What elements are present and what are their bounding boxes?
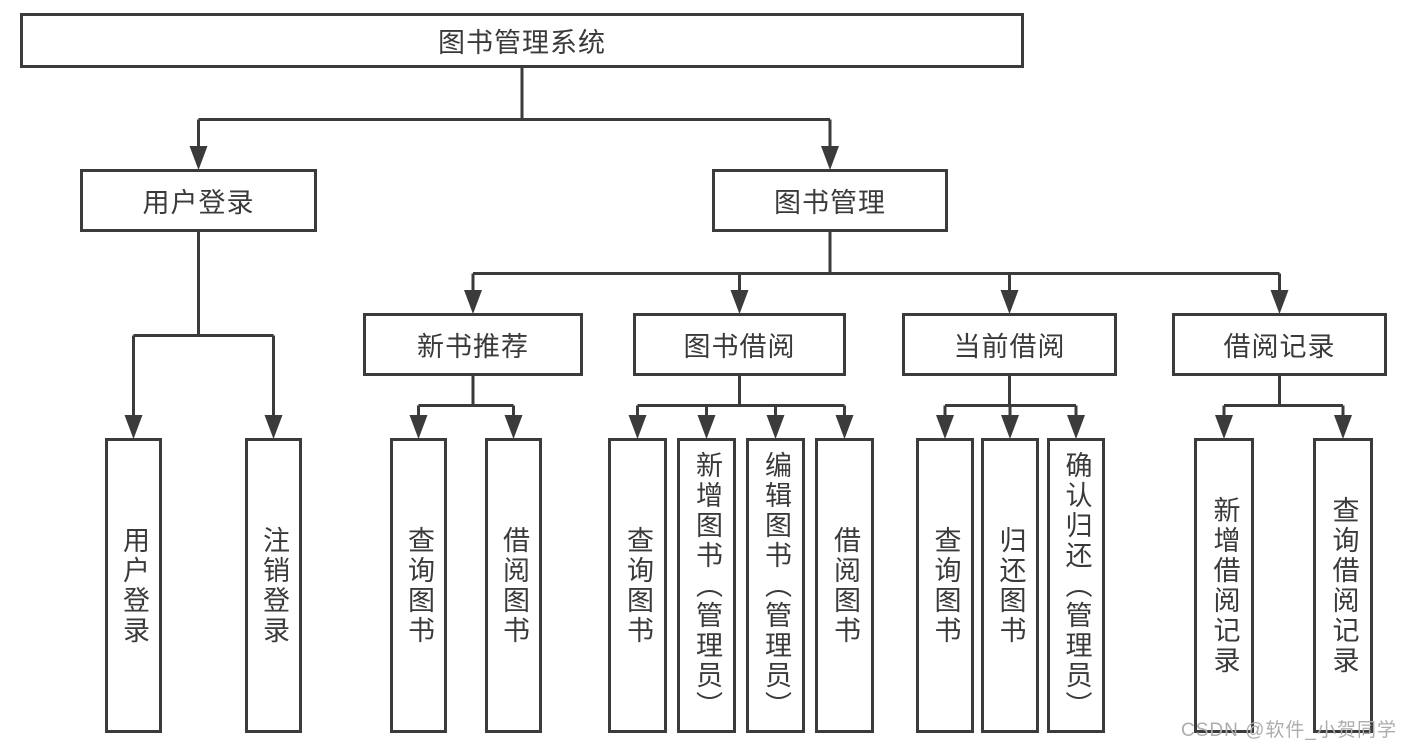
node-label: 借阅图书: [499, 525, 529, 646]
node-leaf-add-borrow-record: 新增借阅记录: [1194, 438, 1254, 733]
node-label: 新增图书（管理员）: [692, 450, 722, 721]
node-label: 新书推荐: [417, 332, 529, 362]
node-label: 用户登录: [142, 188, 255, 218]
node-leaf-return-book: 归还图书: [981, 438, 1039, 733]
node-label: 当前借阅: [953, 332, 1066, 362]
node-leaf-edit-book-admin: 编辑图书（管理员）: [746, 438, 805, 733]
node-leaf-query-borrow-record: 查询借阅记录: [1313, 438, 1373, 733]
node-label: 借阅图书: [830, 525, 860, 646]
node-leaf-query-books-1: 查询图书: [390, 438, 447, 733]
node-label: 查询图书: [623, 525, 653, 646]
connector-lines: [132, 68, 1345, 418]
node-label: 确认归还（管理员）: [1061, 450, 1092, 721]
node-label: 用户登录: [119, 525, 149, 646]
node-leaf-borrow-books-2: 借阅图书: [815, 438, 874, 733]
node-label: 编辑图书（管理员）: [761, 450, 791, 721]
arrow-down-icons: [124, 146, 1352, 439]
node-leaf-query-books-3: 查询图书: [916, 438, 974, 733]
node-book-borrowing: 图书借阅: [633, 313, 846, 376]
node-book-management: 图书管理: [712, 169, 948, 232]
node-label: 查询借阅记录: [1328, 495, 1359, 676]
node-leaf-logout: 注销登录: [245, 438, 302, 733]
node-label: 查询图书: [404, 525, 434, 646]
node-label: 新增借阅记录: [1209, 495, 1240, 676]
node-label: 归还图书: [995, 525, 1026, 646]
node-leaf-confirm-return-admin: 确认归还（管理员）: [1047, 438, 1105, 733]
node-label: 查询图书: [930, 525, 961, 646]
node-leaf-user-login: 用户登录: [105, 438, 162, 733]
node-label: 借阅记录: [1223, 332, 1336, 362]
node-label: 图书管理: [774, 188, 886, 218]
node-label: 注销登录: [259, 525, 289, 646]
node-borrowing-records: 借阅记录: [1172, 313, 1387, 376]
node-library-management-system: 图书管理系统: [20, 13, 1024, 68]
csdn-watermark: CSDN @软件_小贺同学: [1181, 720, 1397, 741]
node-label: 图书借阅: [683, 332, 796, 362]
node-leaf-query-books-2: 查询图书: [608, 438, 667, 733]
node-label: 图书管理系统: [438, 28, 606, 58]
node-leaf-borrow-books-1: 借阅图书: [485, 438, 542, 733]
node-user-login: 用户登录: [80, 169, 317, 232]
node-new-book-recommendation: 新书推荐: [363, 313, 583, 376]
node-current-borrowing: 当前借阅: [902, 313, 1117, 376]
node-leaf-add-book-admin: 新增图书（管理员）: [677, 438, 736, 733]
